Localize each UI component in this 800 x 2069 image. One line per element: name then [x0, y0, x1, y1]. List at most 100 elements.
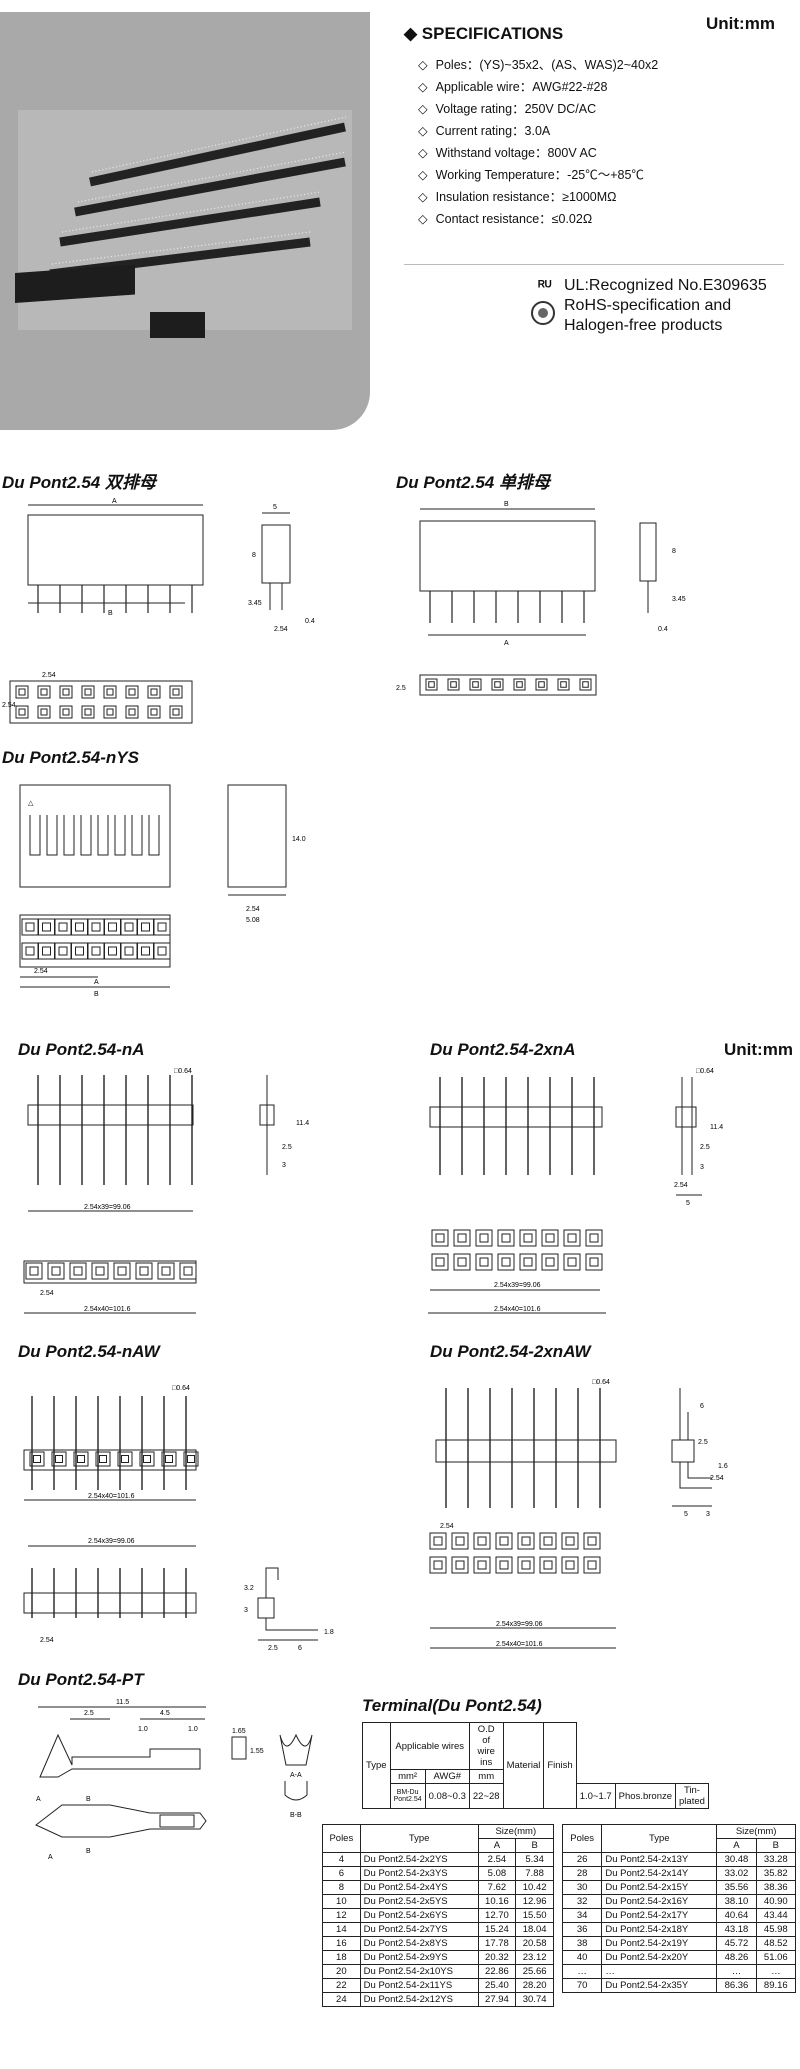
col-type: Type [359, 1824, 479, 1853]
table-cell: 35.56 [716, 1880, 757, 1895]
pin-hole-core [108, 946, 117, 956]
pin-hole-core [433, 1560, 443, 1570]
dim-3: 3 [706, 1511, 710, 1518]
pin-hole-core [121, 1455, 129, 1463]
table-cell: 70 [561, 1978, 603, 1993]
table-cell: 40.64 [716, 1908, 757, 1923]
dim-254: 2.54 [274, 626, 288, 633]
pin-hole-core [587, 1560, 597, 1570]
pin-hole-core [565, 1536, 575, 1546]
dim-8: 8 [672, 548, 676, 555]
pin-hole [59, 685, 73, 699]
dim-8: 8 [252, 552, 256, 559]
table-cell: Du Pont2.54-2x11YS [359, 1978, 479, 1993]
section-title-na: Du Pont2.54-nA [18, 1040, 145, 1059]
pin-hole [183, 1451, 199, 1467]
dim-14: 14.0 [292, 836, 306, 843]
pin-hole-core [124, 946, 134, 956]
dim-9906: 2.54x39=99.06 [496, 1621, 543, 1628]
table-cell: Du Pont2.54-2x10YS [359, 1964, 479, 1979]
dim-25: 2.5 [282, 1144, 292, 1151]
table-cell: 51.06 [755, 1950, 797, 1965]
table-cell: Du Pont2.54-2x20Y [601, 1950, 718, 1965]
pin-hole-core [40, 688, 48, 696]
pin-hole [473, 1532, 491, 1550]
pin-hole-core [479, 1257, 489, 1267]
table-cell: Du Pont2.54-2x9YS [359, 1950, 479, 1965]
table-cell: 5.08 [477, 1866, 517, 1881]
dim-45: 4.5 [160, 1710, 170, 1717]
table-cell: Du Pont2.54-2x3YS [359, 1866, 479, 1881]
section-title-nys: Du Pont2.54-nYS [2, 748, 139, 767]
pin-hole [153, 942, 171, 960]
pin-hole [104, 942, 121, 960]
table-cell: 20.32 [477, 1950, 517, 1965]
table-cell: 43.44 [755, 1908, 797, 1923]
table-cell: 33.28 [755, 1852, 797, 1867]
pin-hole [447, 678, 460, 691]
pin-hole-core [523, 1233, 533, 1243]
terminal-title: Terminal(Du Pont2.54) [362, 1696, 542, 1715]
table-cell: 38.36 [755, 1880, 797, 1895]
table-row: ………… [561, 1964, 797, 1979]
pin-hole [117, 1451, 133, 1467]
mark-a: A [36, 1796, 41, 1803]
pin-hole [37, 685, 51, 699]
spec-item: Insulation resistance：≥1000MΩ [418, 186, 658, 208]
table-cell: 20 [322, 1964, 361, 1979]
pin-hole-core [477, 1536, 487, 1546]
pin-hole [38, 942, 55, 960]
pin-hole [37, 705, 51, 719]
pin-hole-core [172, 688, 180, 696]
table-cell: Du Pont2.54-2x7YS [359, 1922, 479, 1937]
pin-hole [103, 685, 117, 699]
pin-hole [21, 942, 39, 960]
pin-hole-core [99, 1455, 107, 1463]
dim-3: 3 [282, 1162, 286, 1169]
pin-hole-core [84, 708, 92, 716]
pin-hole [541, 1253, 559, 1271]
dim-254: 2.54 [2, 702, 16, 709]
table-cell: 89.16 [755, 1978, 797, 1993]
dim-25: 2.5 [698, 1439, 708, 1446]
table-cell: 2.54 [477, 1852, 517, 1867]
pin-hole-core [18, 688, 26, 696]
pin-hole-core [523, 1257, 533, 1267]
table-cell: 30.74 [515, 1992, 554, 2007]
contact-slot [131, 815, 143, 856]
pin-hole [104, 918, 121, 936]
table-cell: … [561, 1964, 603, 1979]
specs-title-text: SPECIFICATIONS [421, 24, 564, 43]
pin-hole [519, 1229, 537, 1247]
pin-hole [120, 942, 138, 960]
pin-hole [69, 1262, 87, 1280]
dim-25: 2.5 [700, 1144, 710, 1151]
pin-hole [491, 678, 504, 691]
pin-hole [125, 685, 139, 699]
dim-508: 5.08 [246, 917, 260, 924]
col-type: Type [362, 1722, 391, 1809]
dim-a: A [112, 498, 117, 505]
table-cell: 25.66 [515, 1964, 554, 1979]
contact-slot [114, 815, 126, 856]
pin-hole [103, 705, 117, 719]
pin-hole [541, 1229, 559, 1247]
pin-hole [429, 1556, 447, 1574]
pin-hole [453, 1253, 471, 1271]
pin-hole-core [106, 688, 114, 696]
pin-hole-core [75, 922, 84, 932]
mark-a: A [48, 1854, 53, 1861]
unit-label: Unit:mm [706, 14, 775, 33]
table-cell: Du Pont2.54-2x12YS [359, 1992, 479, 2007]
col-poles: Poles [322, 1824, 361, 1853]
drawing-na: □0.64 2.54x39=99.06 2.54x40=101.6 11.4 2… [23, 1068, 309, 1314]
pin-hole [95, 1451, 111, 1467]
table-cell: 26 [561, 1852, 603, 1867]
pin-hole [517, 1556, 535, 1574]
dim-a: A [504, 640, 509, 647]
dim-25: 2.5 [268, 1645, 278, 1652]
pin-hole-core [435, 1257, 445, 1267]
pin-hole-core [143, 1455, 151, 1463]
pin-hole-core [457, 1233, 467, 1243]
